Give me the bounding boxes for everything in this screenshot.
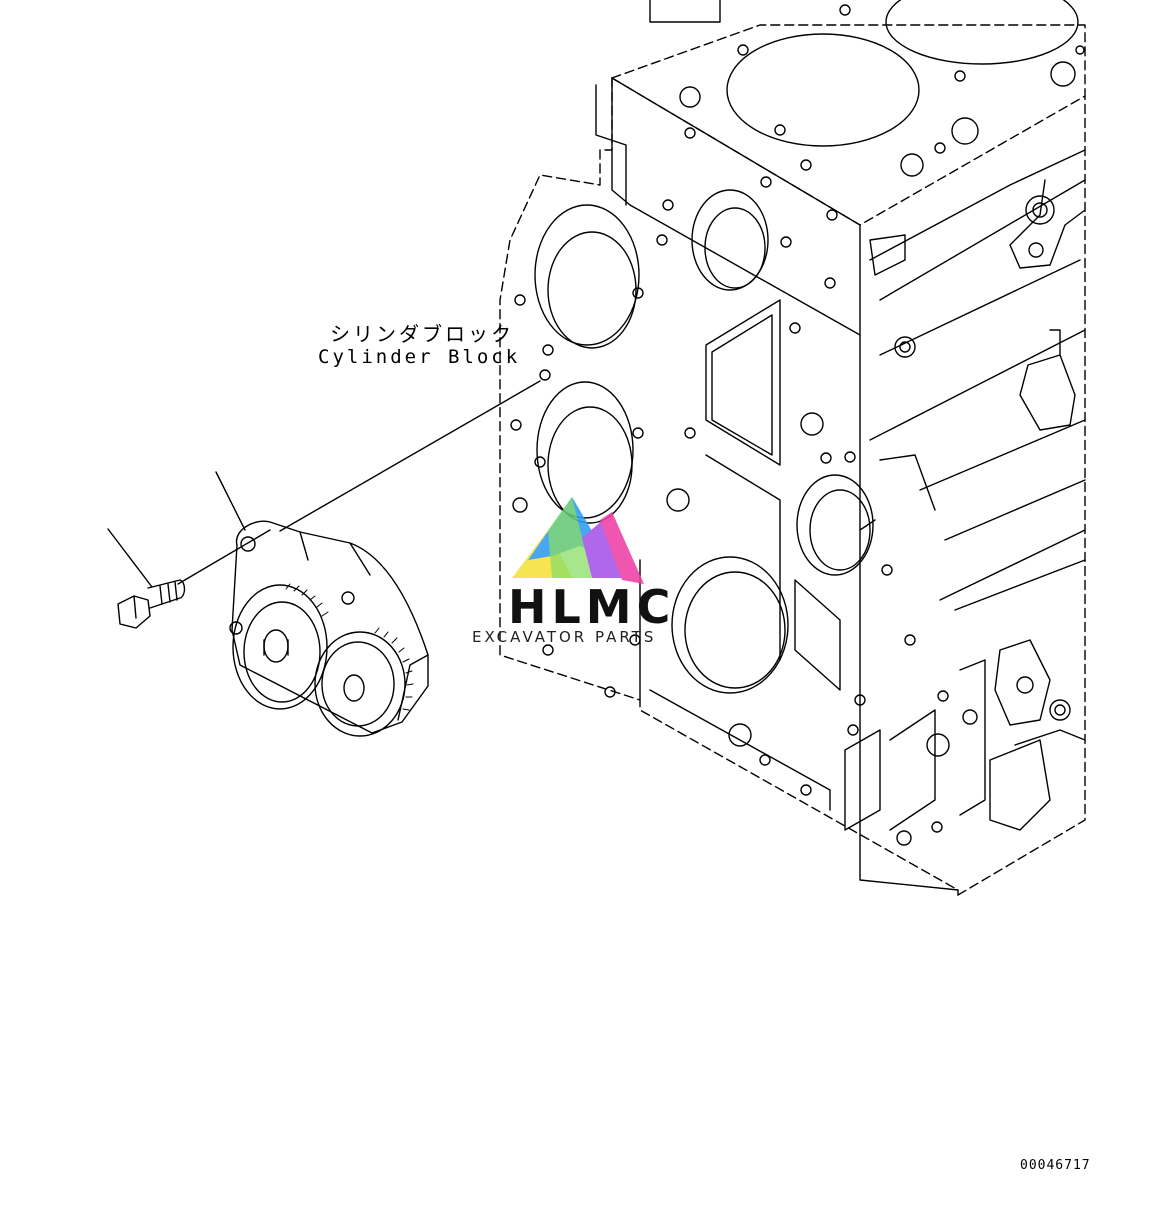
cylinder-block [499,0,1086,896]
leader-lines [107,380,541,588]
watermark-subtitle: EXCAVATOR PARTS [472,628,657,646]
gear-housing [229,520,429,737]
part-label-english: Cylinder Block [318,346,521,368]
hlmc-logo-mark [512,497,644,584]
watermark-title: HLMC [508,580,676,634]
flange-bolt [117,579,186,629]
drawing-number: 00046717 [1020,1158,1091,1173]
part-label-japanese: シリンダブロック [330,322,514,346]
